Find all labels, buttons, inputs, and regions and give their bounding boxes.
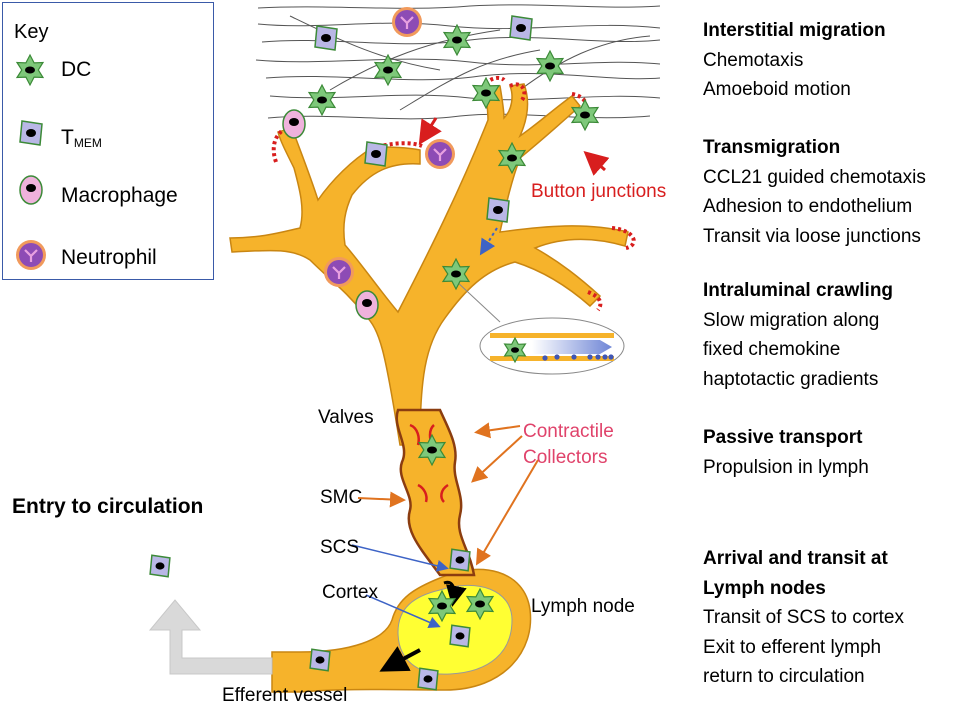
dc-cell-icon [503, 336, 527, 364]
stage-line: haptotactic gradients [703, 368, 879, 390]
stage-title: Passive transport [703, 427, 863, 448]
stage-line: Slow migration along [703, 309, 880, 331]
arrows [148, 117, 610, 675]
key-item-neutrophil: Neutrophil [61, 246, 157, 269]
stage-title-2: Lymph nodes [703, 577, 826, 599]
stage-line: Exit to efferent lymph [703, 636, 882, 658]
lymphatic-vessel-tree [229, 83, 629, 446]
stage-passive-transport: Passive transport Propulsion in lymph [703, 423, 869, 482]
collectors-label: Collectors [523, 447, 608, 468]
chemokine-dot [595, 354, 601, 360]
contractile-collector [395, 408, 476, 577]
stage-title: Intraluminal crawling [703, 280, 894, 301]
stage-line: Adhesion to endothelium [703, 196, 913, 217]
stage-interstitial-migration: Interstitial migration Chemotaxis Amoebo… [703, 16, 886, 105]
tmem-cell-icon [364, 141, 388, 167]
stage-title: Transmigration [703, 137, 841, 158]
stage-transmigration: Transmigration CCL21 guided chemotaxis A… [703, 133, 926, 251]
key-title: Key [14, 21, 49, 43]
dc-cell-icon [535, 49, 565, 83]
tmem-cell-icon [149, 554, 171, 578]
dc-cell-icon [441, 257, 471, 291]
stage-title: Interstitial migration [703, 20, 886, 41]
dc-cell-icon [417, 433, 447, 467]
efferent-vessel-label: Efferent vessel [222, 685, 348, 706]
stage-arrival-lymph-nodes: Arrival and transit at Lymph nodes Trans… [703, 544, 904, 692]
dc-cell-icon [570, 98, 600, 132]
dc-cell-icon [497, 141, 527, 175]
button-junctions-label: Button junctions [531, 181, 667, 202]
chemokine-dot [608, 354, 614, 360]
dc-cell-icon [427, 589, 457, 623]
stage-line: Transit of SCS to cortex [703, 607, 904, 628]
neutrophil-cell-icon [392, 7, 422, 37]
key-item-tmem: TMEM [61, 126, 102, 150]
tmem-cell-icon [449, 624, 471, 648]
contractile-label: Contractile [523, 421, 614, 442]
neutrophil-cell-icon [324, 257, 354, 287]
tmem-cell-icon [314, 25, 338, 51]
neutrophil-cell-icon [16, 240, 46, 270]
tmem-cell-icon [449, 548, 471, 572]
lymph-node-label: Lymph node [531, 596, 635, 617]
tmem-cell-icon [486, 197, 510, 223]
stage-intraluminal-crawling: Intraluminal crawling Slow migration alo… [703, 276, 893, 394]
macrophage-cell-icon [355, 290, 379, 320]
key-item-tmem-label: T [61, 126, 74, 149]
macrophage-cell-icon [19, 175, 43, 205]
chemokine-dot [602, 354, 608, 360]
dc-cell-icon [471, 76, 501, 110]
scs-label: SCS [320, 537, 360, 558]
stage-line: CCL21 guided chemotaxis [703, 166, 926, 188]
chemokine-dot [571, 354, 577, 360]
stage-line: Amoeboid motion [703, 79, 851, 100]
key-item-macrophage: Macrophage [61, 184, 178, 207]
smc-label: SMC [320, 487, 363, 508]
lymph-node [271, 568, 532, 693]
dc-cell-icon [465, 587, 495, 621]
cortex-label: Cortex [322, 582, 378, 603]
tmem-cell-icon [417, 667, 439, 691]
stage-line: Propulsion in lymph [703, 456, 869, 478]
valves-label: Valves [318, 407, 374, 428]
chemokine-dot [587, 354, 593, 360]
chemokine-dot [554, 354, 560, 360]
dc-cell-icon [307, 83, 337, 117]
entry-to-circulation-label: Entry to circulation [12, 495, 204, 518]
neutrophil-cell-icon [425, 139, 455, 169]
key-item-dc: DC [61, 58, 92, 81]
stage-line: Transit via loose junctions [703, 225, 921, 247]
dc-cell-icon [373, 53, 403, 87]
macrophage-cell-icon [282, 109, 306, 139]
chemokine-dot [542, 355, 548, 361]
cells-layer [15, 7, 600, 691]
tmem-cell-icon [509, 15, 533, 41]
dc-cell-icon [442, 23, 472, 57]
valves [409, 423, 449, 503]
tmem-cell-icon [309, 648, 331, 672]
stage-line: fixed chemokine [703, 339, 841, 360]
chemokine-dots [542, 354, 614, 361]
stage-line: return to circulation [703, 666, 865, 687]
key-item-tmem-sub: MEM [73, 136, 102, 150]
stage-line: Chemotaxis [703, 49, 804, 71]
tmem-cell-icon [19, 120, 43, 146]
dc-cell-icon [15, 53, 45, 87]
stage-title: Arrival and transit at [703, 548, 888, 569]
key-box: Key DC TMEM Macrophage Neutrophil [2, 2, 214, 280]
